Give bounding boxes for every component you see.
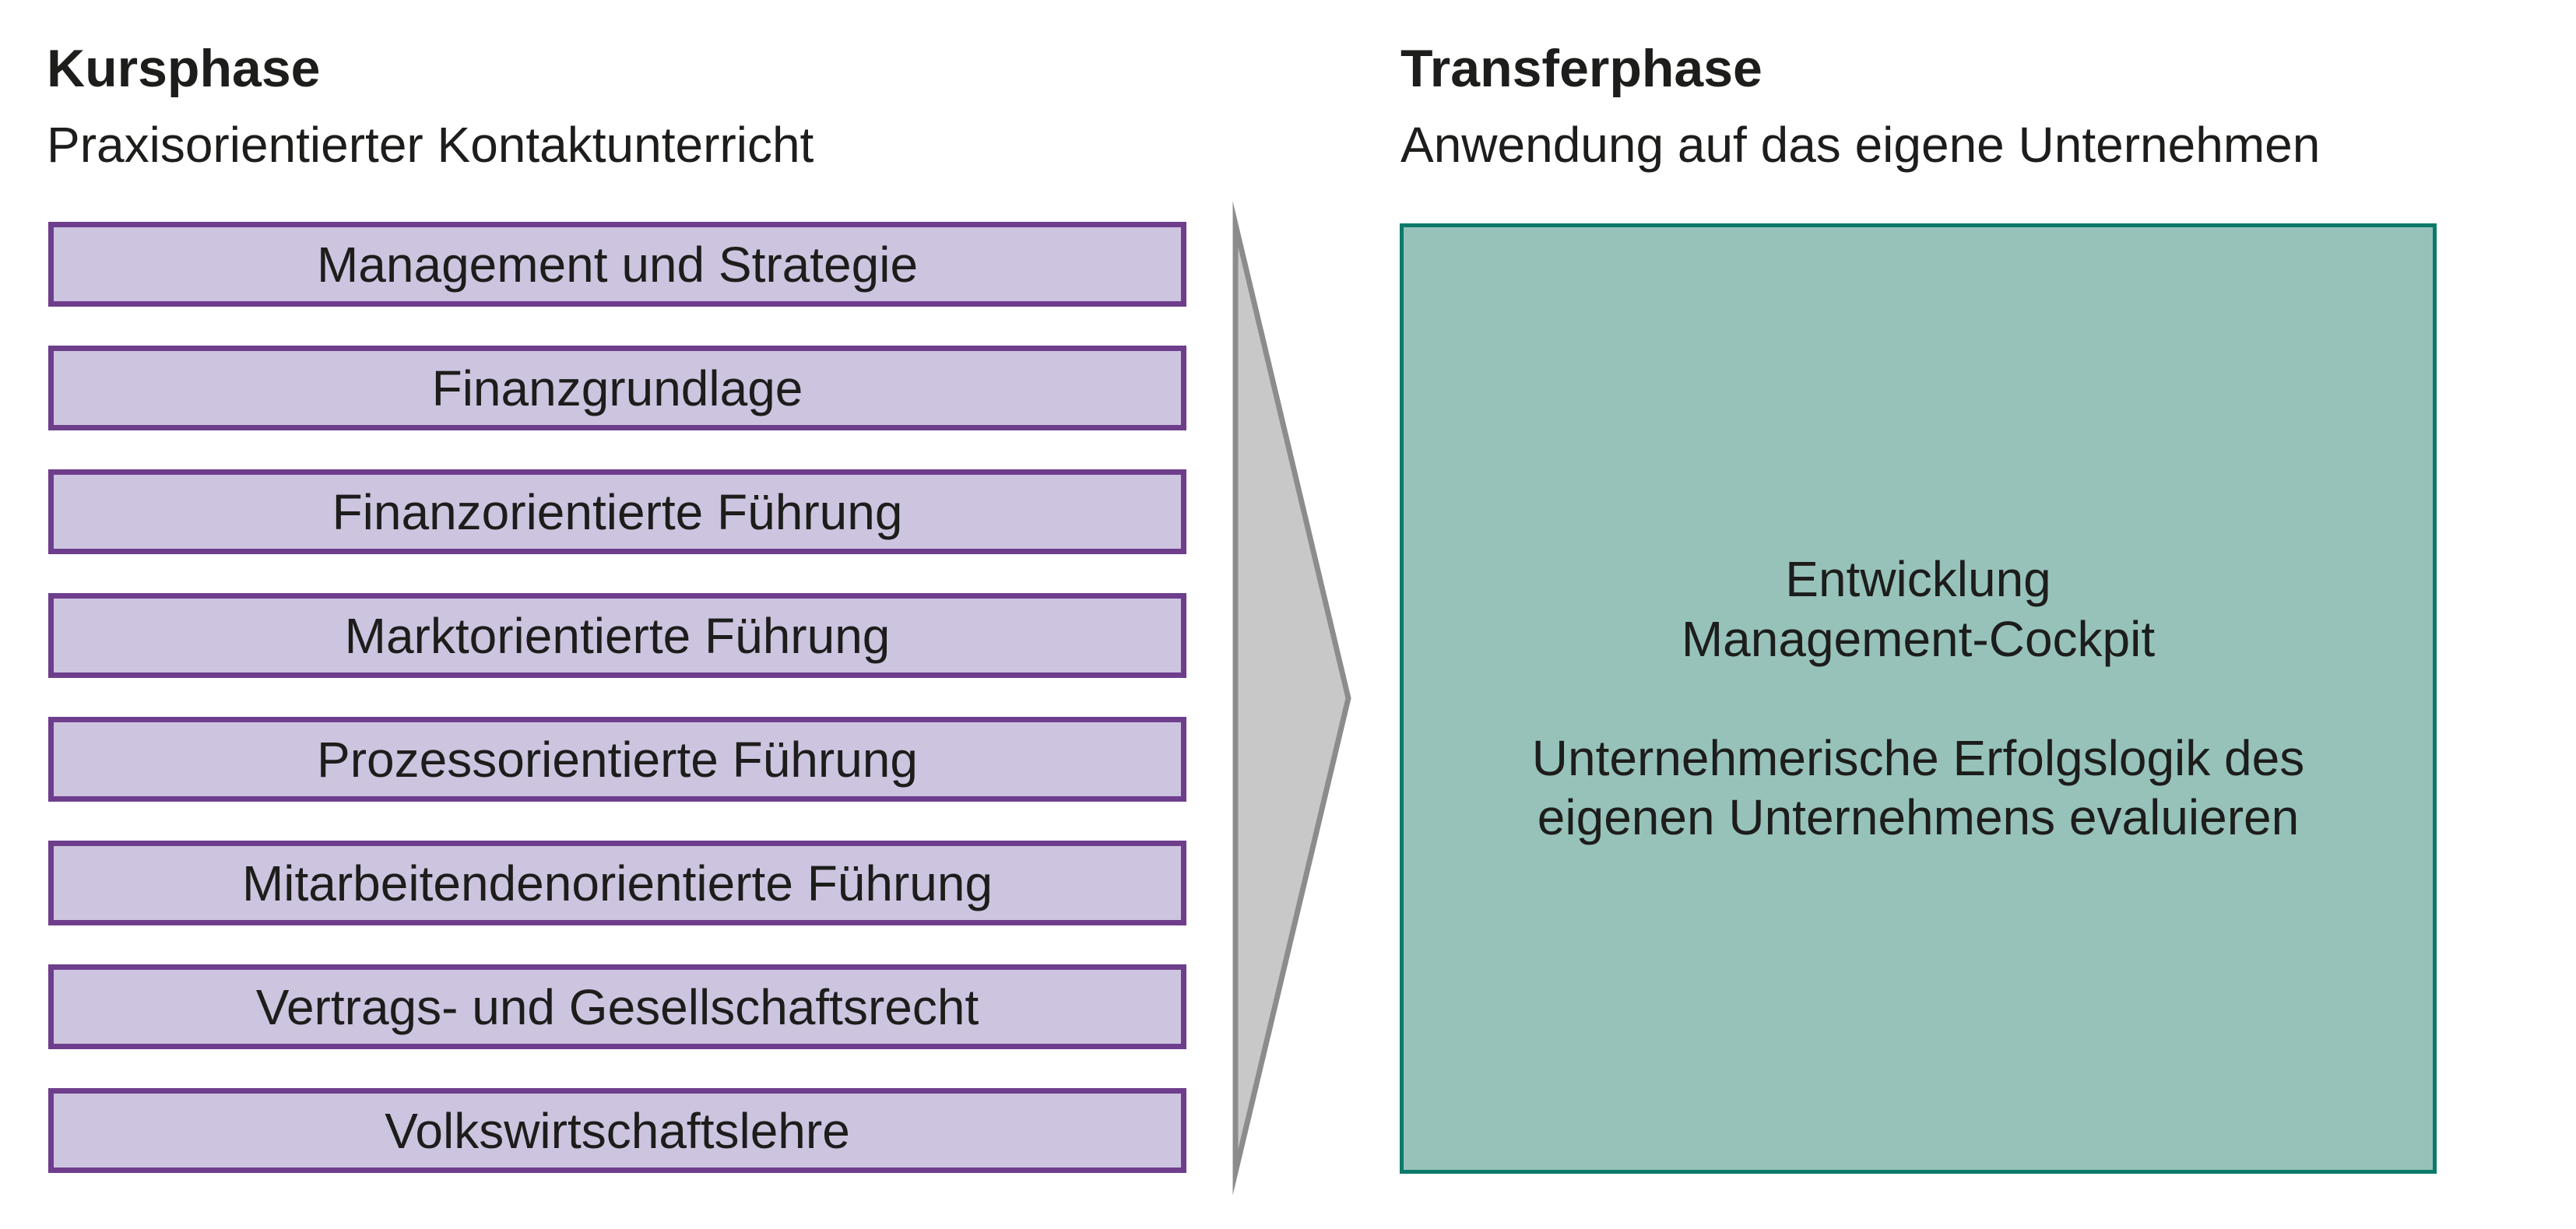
module-label: Vertrags- und Gesellschaftsrecht (255, 978, 979, 1035)
transfer-body: Unternehmerische Erfolgslogik des eigene… (1532, 729, 2304, 848)
transfer-body-line1: Unternehmerische Erfolgslogik des (1531, 729, 2305, 786)
module-label: Finanzorientierte Führung (332, 483, 903, 540)
kursphase-subtitle: Praxisorientierter Kontaktunterricht (47, 117, 814, 173)
transfer-heading: Entwicklung Management-Cockpit (1682, 550, 2155, 669)
module-list: Management und Strategie Finanzgrundlage… (48, 222, 1186, 1173)
module-box: Prozessorientierte Führung (48, 717, 1186, 802)
module-box: Vertrags- und Gesellschaftsrecht (48, 964, 1186, 1049)
module-label: Mitarbeitendenorientierte Führung (241, 855, 993, 911)
transfer-box: Entwicklung Management-Cockpit Unternehm… (1400, 223, 2437, 1174)
module-box: Finanzorientierte Führung (48, 469, 1186, 554)
transfer-body-line2: eigenen Unternehmens evaluieren (1537, 789, 2300, 846)
module-label: Volkswirtschaftslehre (385, 1102, 850, 1159)
transferphase-subtitle: Anwendung auf das eigene Unternehmen (1400, 117, 2321, 173)
module-label: Finanzgrundlage (431, 360, 803, 416)
module-label: Prozessorientierte Führung (317, 731, 918, 788)
module-box: Volkswirtschaftslehre (48, 1088, 1186, 1173)
module-label: Marktorientierte Führung (344, 607, 891, 664)
transferphase-title: Transferphase (1400, 39, 1762, 98)
kursphase-title: Kursphase (47, 39, 321, 98)
module-box: Finanzgrundlage (48, 346, 1186, 430)
module-box: Marktorientierte Führung (48, 593, 1186, 678)
transfer-heading-line2: Management-Cockpit (1681, 610, 2156, 667)
right-arrow-icon (1232, 201, 1351, 1196)
module-box: Mitarbeitendenorientierte Führung (48, 841, 1186, 925)
module-label: Management und Strategie (316, 236, 919, 293)
module-box: Management und Strategie (48, 222, 1186, 307)
transfer-heading-line1: Entwicklung (1785, 550, 2051, 607)
